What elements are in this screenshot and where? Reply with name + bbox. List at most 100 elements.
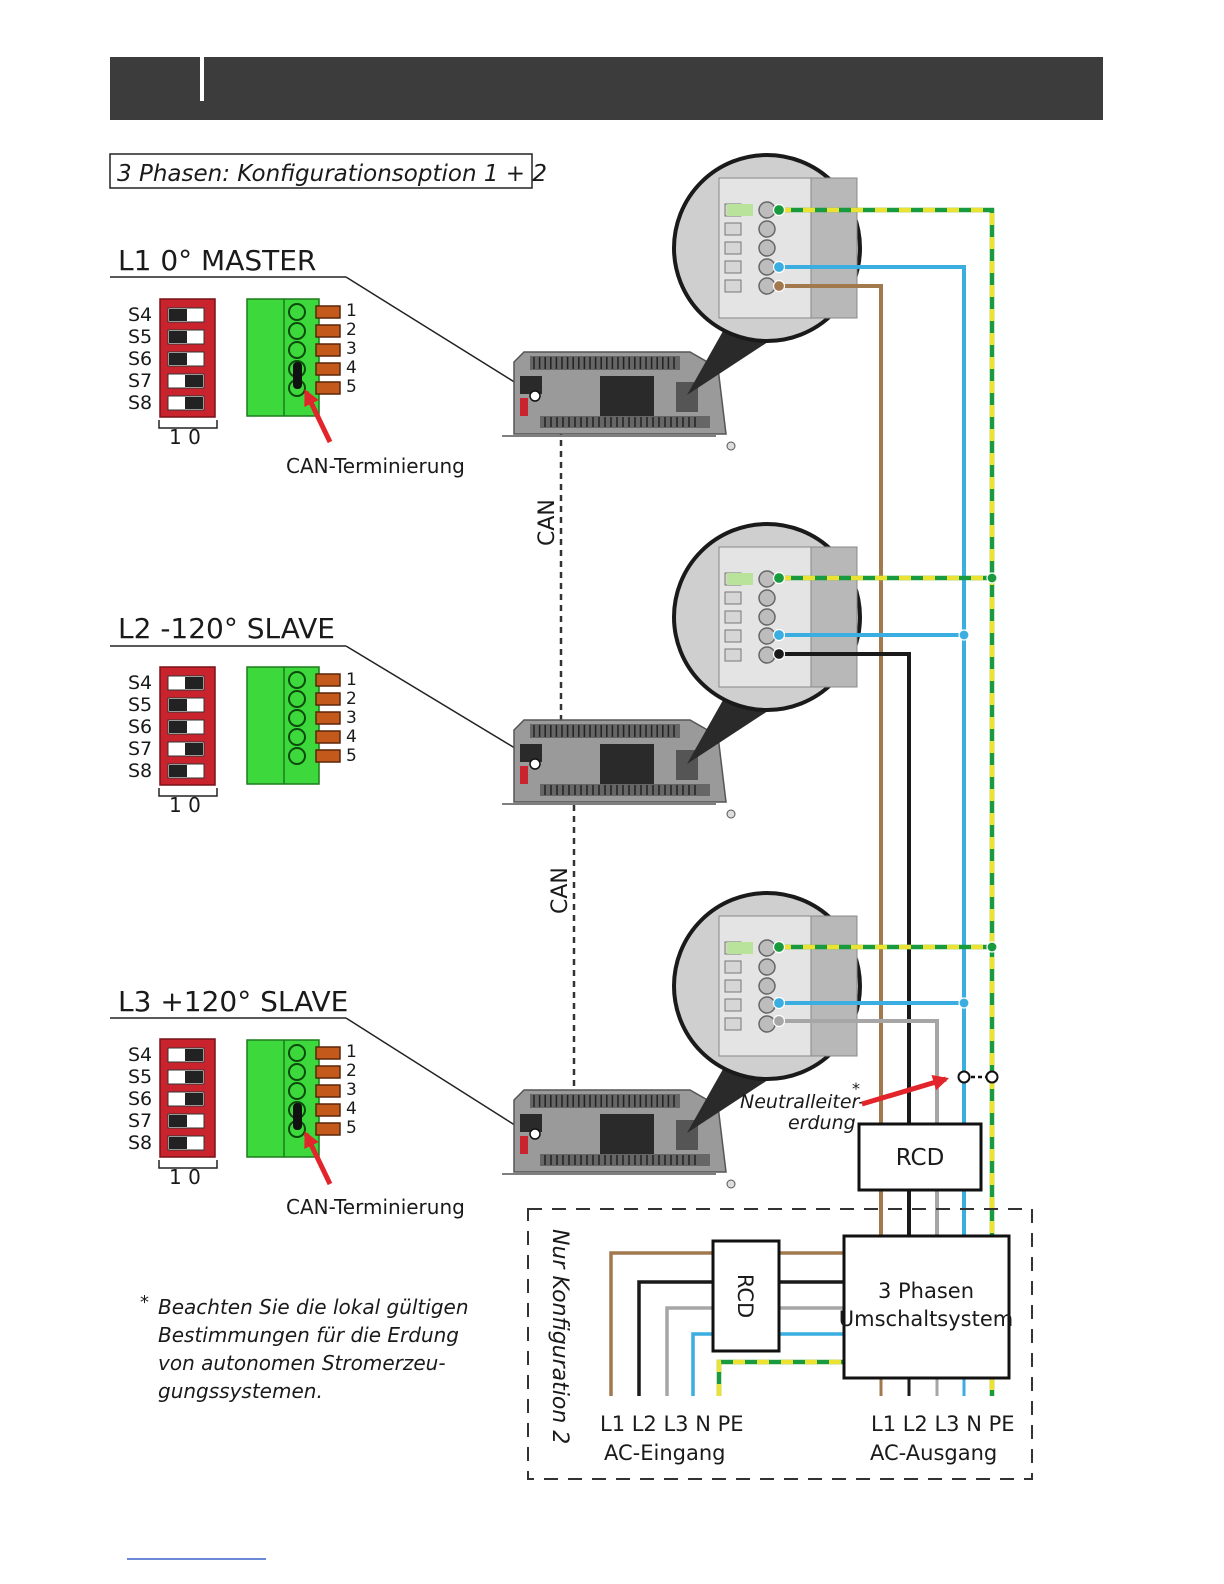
dip-switch-l3 xyxy=(159,1038,216,1158)
terminal-screw xyxy=(288,690,306,708)
wire-pe-in xyxy=(716,1359,844,1396)
terminal-number: 2 xyxy=(346,689,357,709)
terminal-number: 1 xyxy=(346,670,357,690)
terminal-clamp xyxy=(724,979,742,993)
terminal-pin xyxy=(315,343,341,357)
dip-knob xyxy=(185,1071,203,1083)
terminal-pin xyxy=(315,711,341,725)
terminal-screw xyxy=(758,258,776,276)
terminal-pin xyxy=(315,1084,341,1098)
termination-jumper xyxy=(293,1103,302,1130)
dip-label: S5 xyxy=(128,1066,152,1088)
header-divider xyxy=(200,57,204,101)
dip-knob xyxy=(185,375,203,387)
wire-pe xyxy=(779,207,995,1236)
dip-scale-label: 1 0 xyxy=(169,1165,201,1189)
wire-junction xyxy=(986,941,998,953)
terminal-number: 5 xyxy=(346,746,357,766)
inverter-dip xyxy=(520,398,528,416)
dip-knob xyxy=(169,1137,187,1149)
asterisk-marker: * xyxy=(852,1079,860,1098)
terminal-number: 1 xyxy=(346,1042,357,1062)
terminal-clamp xyxy=(724,260,742,274)
wire-pe-in xyxy=(716,1359,844,1396)
terminal-pin xyxy=(315,1046,341,1060)
terminal-screw xyxy=(288,341,306,359)
terminal-screw xyxy=(758,608,776,626)
terminal-screw xyxy=(758,589,776,607)
terminal-number: 5 xyxy=(346,377,357,397)
dip-switch-l1 xyxy=(159,298,216,418)
terminal-screw xyxy=(758,646,776,664)
terminal-screw xyxy=(288,322,306,340)
can-termination-label: CAN-Terminierung xyxy=(286,1195,465,1219)
can-termination-arrow xyxy=(303,389,333,444)
terminal-clamp xyxy=(724,591,742,605)
mount-hole xyxy=(726,1179,736,1189)
neutral-ground-terminal xyxy=(957,1070,971,1084)
wire-junction xyxy=(986,572,998,584)
wire-junction xyxy=(772,628,786,642)
terminal-number: 4 xyxy=(346,727,357,747)
wire-junction xyxy=(772,279,786,293)
transfer-switch-label: 3 Phasen xyxy=(878,1279,974,1303)
ac-input-phases: L1 L2 L3 N PE xyxy=(600,1412,744,1436)
terminal-number: 3 xyxy=(346,1080,357,1100)
terminal-screw xyxy=(758,570,776,588)
inverter-dip xyxy=(520,1136,528,1154)
rcd-label: RCD xyxy=(896,1145,945,1171)
wire-l2 xyxy=(779,652,911,1124)
can-port xyxy=(520,744,542,762)
inverter-dip xyxy=(520,766,528,784)
ac-output-label: AC-Ausgang xyxy=(870,1441,997,1465)
terminal-clamp xyxy=(724,629,742,643)
terminal-pin xyxy=(315,1103,341,1117)
dip-label: S5 xyxy=(128,694,152,716)
terminal-number: 3 xyxy=(346,708,357,728)
terminal-screw xyxy=(758,220,776,238)
wire-junction xyxy=(772,940,786,954)
wire-l2-in xyxy=(637,1280,713,1396)
wire-neutral xyxy=(779,265,966,1236)
terminal-clamp xyxy=(724,1017,742,1031)
can-terminal-block-l3 xyxy=(246,1039,341,1158)
dip-scale-label: 1 0 xyxy=(169,425,201,449)
neutral-grounding-label: Neutralleiter- xyxy=(740,1091,865,1113)
wire-junction xyxy=(772,1014,786,1028)
rcd-box-input xyxy=(711,1239,781,1353)
terminal-pin xyxy=(315,692,341,706)
terminal-clamp xyxy=(724,998,742,1012)
terminal-pin xyxy=(315,749,341,763)
dip-label: S6 xyxy=(128,1088,152,1110)
terminal-housing xyxy=(810,177,858,319)
can-termination-label: CAN-Terminierung xyxy=(286,454,465,478)
can-termination-arrow xyxy=(303,1131,333,1186)
terminal-screw xyxy=(758,958,776,976)
dip-knob xyxy=(169,699,187,711)
terminal-screw xyxy=(288,303,306,321)
terminal-pin xyxy=(315,673,341,687)
green-clamp xyxy=(727,573,753,585)
terminal-screw xyxy=(758,977,776,995)
dip-label: S7 xyxy=(128,370,152,392)
inverter-l3 xyxy=(502,1089,736,1189)
terminal-clamp xyxy=(724,222,742,236)
terminal-pin xyxy=(315,1122,341,1136)
transfer-switch-box xyxy=(842,1234,1011,1380)
terminal-screw xyxy=(288,1082,306,1100)
neutral-grounding-arrow xyxy=(861,1074,950,1107)
rcd-box-output xyxy=(857,1122,983,1192)
wire-l1 xyxy=(779,284,883,1236)
dip-label: S4 xyxy=(128,672,152,694)
terminal-screw xyxy=(758,239,776,257)
dip-label: S7 xyxy=(128,1110,152,1132)
dip-switch-l2 xyxy=(159,666,216,786)
terminal-screw xyxy=(288,1044,306,1062)
terminal-pin xyxy=(315,381,341,395)
dip-knob xyxy=(185,1093,203,1105)
can-terminal-block-l1 xyxy=(246,298,341,417)
config2-label: Nur Konfiguration 2 xyxy=(547,1229,572,1444)
neutral-ground-terminal xyxy=(985,1070,999,1084)
dip-label: S8 xyxy=(128,760,152,782)
wire-junction xyxy=(772,203,786,217)
